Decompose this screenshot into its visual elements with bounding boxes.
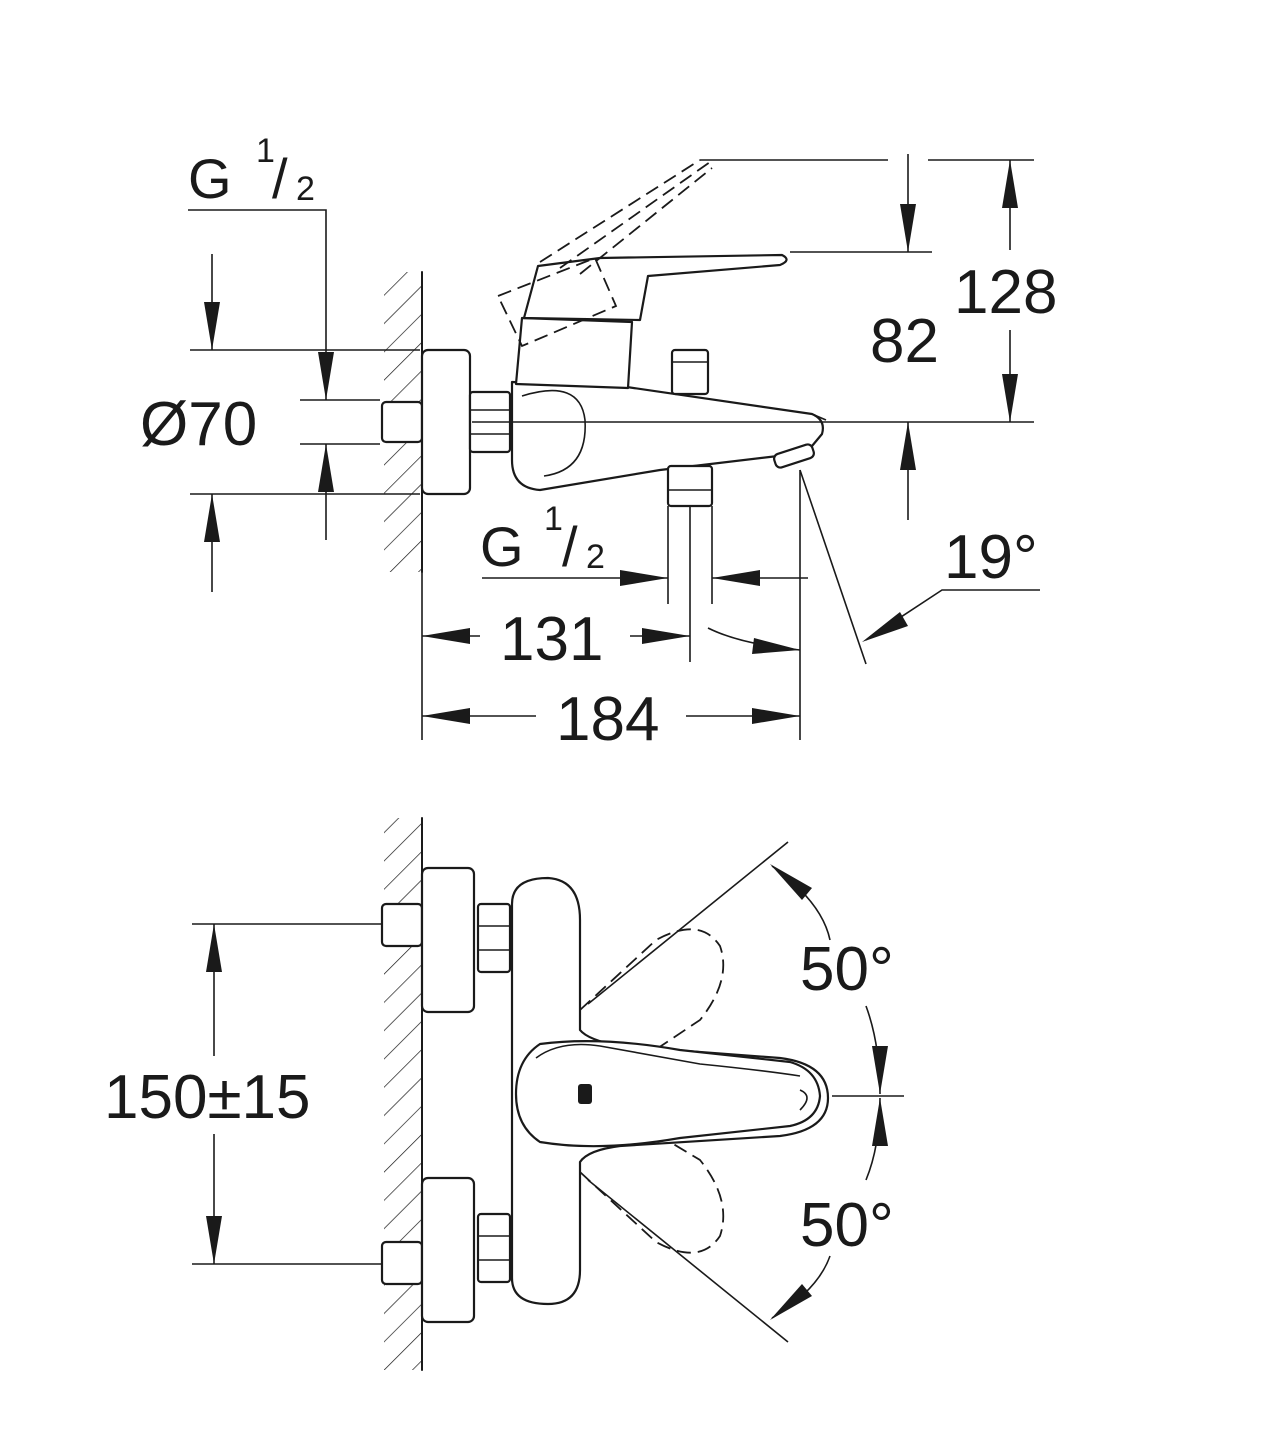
label-lever-swing-up: 50° — [800, 935, 894, 1004]
svg-text:/: / — [562, 515, 578, 578]
svg-text:/: / — [272, 147, 288, 210]
dim-outlet-offset — [422, 627, 801, 654]
label-flange-diameter: Ø70 — [140, 390, 257, 459]
svg-text:G: G — [480, 515, 524, 578]
lever-raised-dashed — [496, 256, 618, 348]
svg-text:2: 2 — [296, 170, 315, 208]
label-outlet-offset: 131 — [500, 605, 603, 674]
lever-top — [514, 1040, 822, 1148]
aerator — [773, 443, 815, 469]
shower-outlet — [666, 464, 714, 508]
flange-upper — [420, 866, 476, 1014]
svg-text:2: 2 — [586, 538, 605, 576]
label-inlet-thread-bottom: G 1 / 2 — [480, 500, 605, 578]
dim-total-projection — [422, 708, 800, 724]
wall-connector — [380, 400, 424, 444]
dim-inlet-thread-bottom — [482, 570, 808, 586]
label-lever-swing-down: 50° — [800, 1191, 894, 1260]
flange — [420, 348, 472, 496]
dim-heights — [900, 154, 1018, 520]
wall-top-view — [384, 817, 423, 1371]
dim-spout-angle — [862, 589, 1040, 642]
wall-connector-lower — [380, 1240, 424, 1286]
svg-text:G: G — [188, 147, 232, 210]
lever-handle — [522, 253, 788, 322]
label-height-spout: 82 — [870, 307, 939, 376]
dim-inlet-spacing — [206, 924, 222, 1264]
label-inlet-thread-top: G 1 / 2 — [188, 132, 315, 210]
dim-lever-swing-down — [770, 1097, 888, 1320]
label-inlet-spacing: 150±15 — [104, 1063, 310, 1132]
top-view — [192, 817, 904, 1371]
flange-lower — [420, 1176, 476, 1324]
side-view — [188, 154, 1040, 740]
lever-swing-lower-dashed — [579, 1123, 725, 1254]
svg-text:1: 1 — [256, 132, 275, 170]
dim-flange-diameter — [204, 254, 220, 592]
diverter-knob — [670, 348, 710, 396]
lever-swing-upper-dashed — [579, 928, 725, 1061]
svg-text:1: 1 — [544, 500, 563, 538]
dim-lever-swing-up — [770, 864, 888, 1095]
dim-inlet-thread-top — [188, 209, 334, 540]
body-highlight — [521, 389, 586, 477]
hex-nut-lower — [476, 1212, 512, 1284]
label-total-projection: 184 — [556, 685, 659, 754]
indicator-mark — [578, 1084, 592, 1104]
hex-nut-upper — [476, 902, 512, 974]
label-spout-angle: 19° — [944, 523, 1038, 592]
wall-connector-upper — [380, 902, 424, 948]
label-height-lever: 128 — [954, 258, 1057, 327]
cartridge-housing — [514, 316, 634, 390]
